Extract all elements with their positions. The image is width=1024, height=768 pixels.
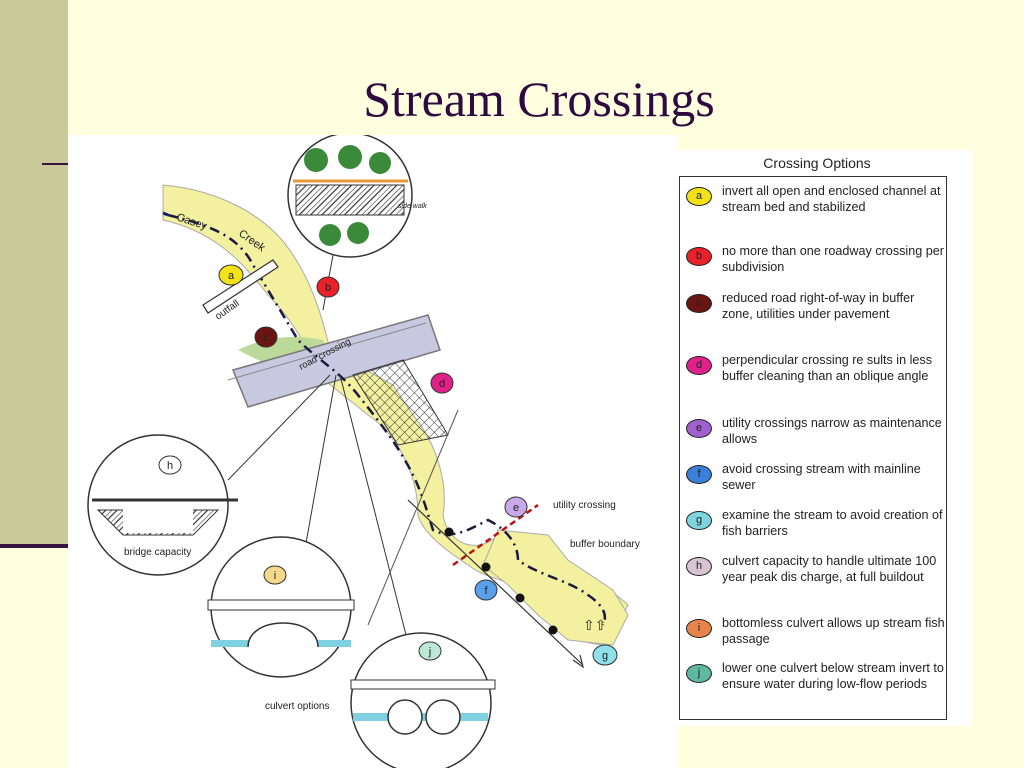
marker-g: g <box>592 644 618 666</box>
badge-g: g <box>686 511 712 530</box>
legend-item-text: perpendicular crossing re sults in less … <box>722 353 932 383</box>
sewer-line <box>407 499 584 666</box>
culvert-deck <box>350 679 496 690</box>
double-culvert-inset <box>350 632 492 768</box>
buffer-boundary-line <box>367 409 459 626</box>
tree-icon <box>319 224 341 246</box>
badge-e: e <box>686 419 712 438</box>
legend-item-text: avoid crossing stream with mainline sewe… <box>722 462 921 492</box>
badge-d: d <box>686 356 712 375</box>
culvert-deck <box>207 599 355 611</box>
svg-text:d: d <box>439 378 445 390</box>
svg-text:c: c <box>263 332 269 344</box>
marker-a: a <box>218 264 244 286</box>
stream-crossing-diagram: ⇧⇧ Casey Creek outfall road crossing sid… <box>68 135 677 768</box>
svg-text:j: j <box>428 646 431 658</box>
bridge-opening <box>123 503 193 533</box>
culvert-arch <box>247 622 319 648</box>
legend-item-text: reduced road right-of-way in buffer zone… <box>722 291 915 321</box>
legend-item-text: invert all open and enclosed channel at … <box>722 184 941 214</box>
tree-icon <box>347 222 369 244</box>
sewer-manhole <box>515 593 525 603</box>
svg-text:g: g <box>602 650 608 662</box>
badge-f: f <box>686 465 712 484</box>
fish-icon: ⇧⇧ <box>583 617 606 633</box>
badge-h: h <box>686 557 712 576</box>
svg-text:e: e <box>513 502 519 514</box>
sidewalk-hatch <box>295 184 405 216</box>
svg-text:b: b <box>325 282 331 294</box>
legend-box: a invert all open and enclosed channel a… <box>679 176 947 720</box>
badge-b: b <box>686 247 712 266</box>
marker-i: i <box>263 565 287 585</box>
marker-j: j <box>418 641 442 661</box>
badge-c: c <box>686 294 712 313</box>
sewer-arrow <box>572 654 584 669</box>
legend-item-text: examine the stream to avoid creation of … <box>722 508 943 538</box>
legend-item-text: culvert capacity to handle ultimate 100 … <box>722 554 937 584</box>
bridge-inset-leader <box>227 374 331 481</box>
svg-text:a: a <box>228 270 235 282</box>
creek-start-line <box>162 211 169 217</box>
sewer-manhole <box>481 562 491 572</box>
culvert-inset-leader-j <box>339 374 407 636</box>
svg-text:h: h <box>167 460 173 472</box>
label-utility-crossing: utility crossing <box>553 500 616 511</box>
sewer-manhole <box>548 625 558 635</box>
svg-text:f: f <box>484 585 488 597</box>
legend-item-text: lower one culvert below stream invert to… <box>722 661 944 691</box>
diagram-illustration: ⇧⇧ Casey Creek outfall road crossing sid… <box>87 135 640 768</box>
marker-b: b <box>316 276 340 298</box>
accent-line-top <box>42 163 68 165</box>
culvert-inset-leader-i <box>302 374 337 561</box>
slide-title: Stream Crossings <box>363 71 715 127</box>
tree-icon <box>338 145 362 169</box>
legend-item-text: no more than one roadway crossing per su… <box>722 244 944 274</box>
culvert-pipe <box>425 699 461 735</box>
marker-c: c <box>254 326 278 348</box>
legend-item-text: bottomless culvert allows up stream fish… <box>722 616 945 646</box>
crossing-options-legend: Crossing Options a invert all open and e… <box>677 150 972 726</box>
accent-line-bottom <box>0 544 68 548</box>
road-band <box>231 314 441 408</box>
sewer-manhole <box>444 527 454 537</box>
stream-buffer-lower <box>482 529 629 646</box>
marker-f: f <box>474 579 498 601</box>
tree-icon <box>369 152 391 174</box>
label-side-walk: side walk <box>398 203 427 210</box>
tree-icon <box>304 148 328 172</box>
label-bridge-capacity: bridge capacity <box>124 547 191 558</box>
culvert-pipe <box>387 699 423 735</box>
utility-crossing-line <box>452 503 539 567</box>
stream-channel <box>167 213 607 626</box>
outfall-pipe <box>202 259 279 314</box>
marker-e: e <box>504 496 528 518</box>
label-buffer-boundary: buffer boundary <box>570 539 640 550</box>
label-culvert-options: culvert options <box>265 701 329 712</box>
road-edge <box>227 322 427 381</box>
marker-h: h <box>158 455 182 475</box>
legend-item-text: utility crossings narrow as maintenance … <box>722 416 942 446</box>
legend-title: Crossing Options <box>763 155 871 171</box>
badge-a: a <box>686 187 712 206</box>
svg-text:i: i <box>274 570 276 582</box>
badge-i: i <box>686 619 712 638</box>
left-accent-bar <box>0 0 68 545</box>
marker-d: d <box>430 372 454 394</box>
badge-j: j <box>686 664 712 683</box>
